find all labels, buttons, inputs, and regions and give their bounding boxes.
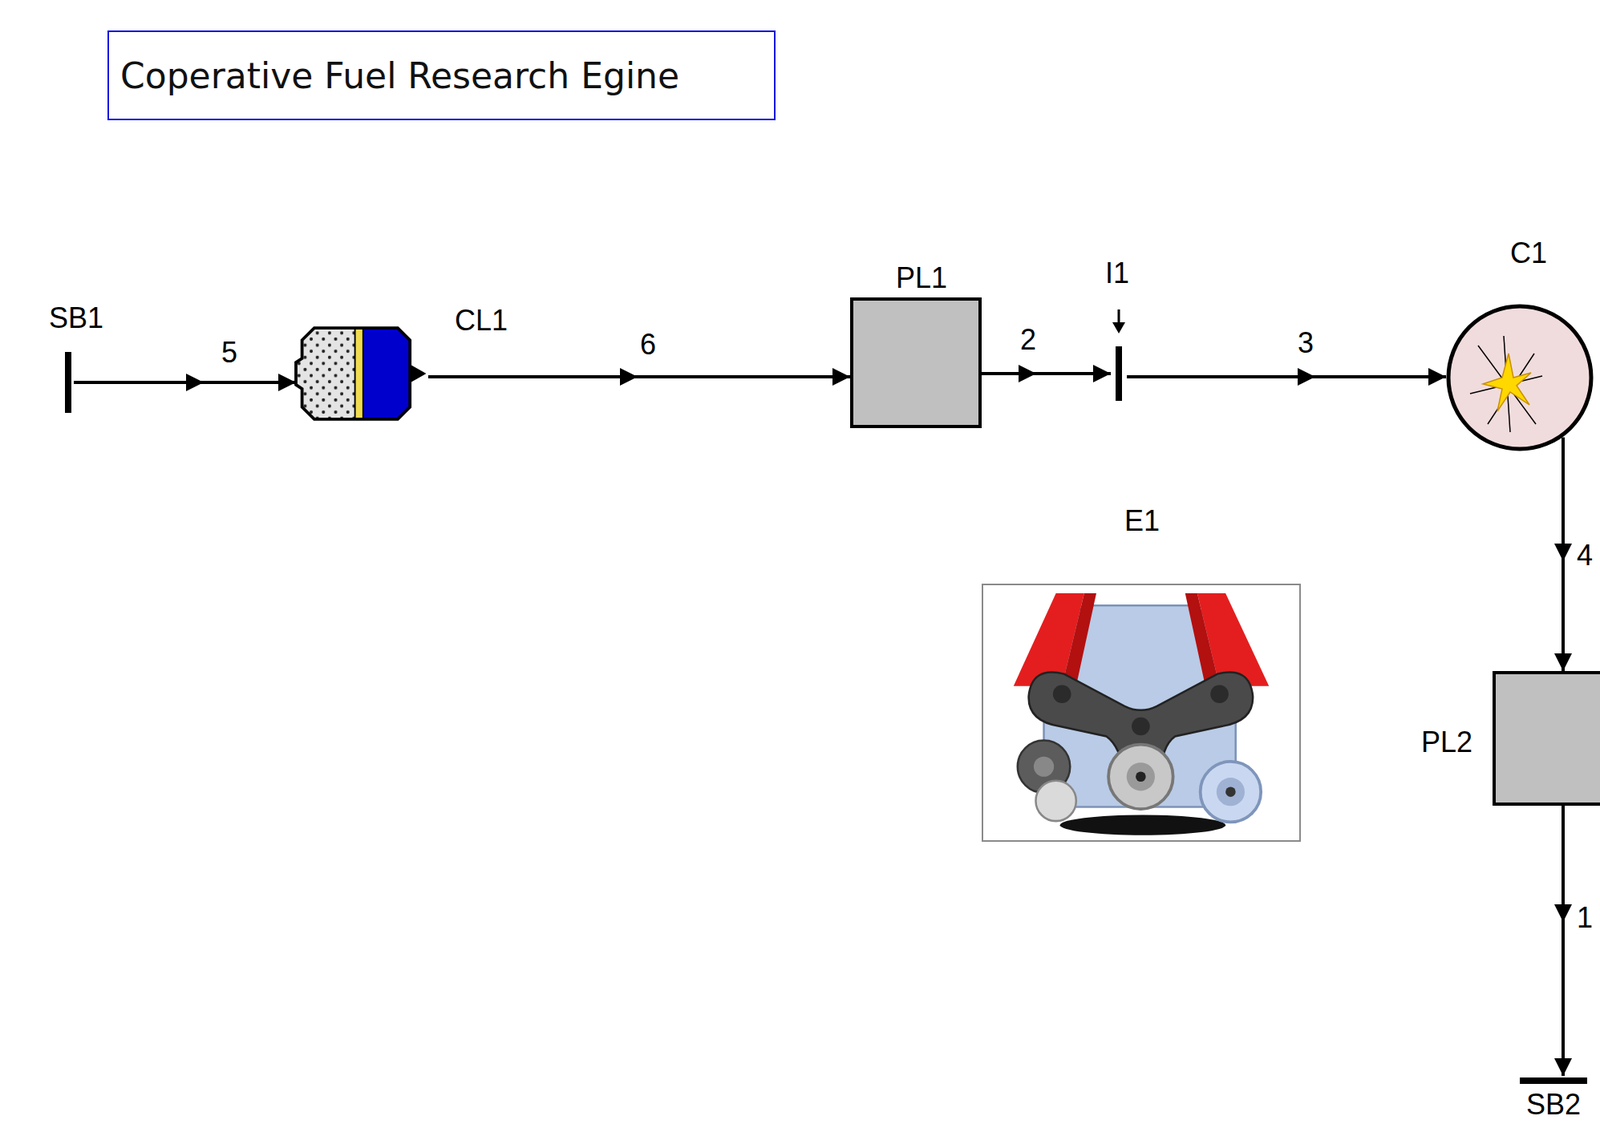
- part-label: C1: [1510, 236, 1548, 270]
- part-label: E1: [1124, 504, 1160, 538]
- air-cleaner-symbol: [295, 324, 429, 424]
- part-label: PL1: [895, 261, 948, 295]
- part-label: CL1: [454, 303, 508, 337]
- boundary-symbol: [1519, 1076, 1588, 1086]
- engine-node: E1: [981, 583, 1301, 843]
- flow-connector: [1126, 375, 1447, 379]
- part-label: SB1: [48, 301, 104, 335]
- flow-connector: [73, 380, 296, 385]
- combustor-node: C1: [1446, 303, 1594, 452]
- stream-number: 3: [1296, 327, 1316, 360]
- stream-number: 6: [638, 328, 658, 361]
- stream-number: 1: [1575, 902, 1595, 935]
- part-label: PL2: [1421, 725, 1473, 759]
- stream-number: 2: [1018, 324, 1038, 357]
- flow-connector: [428, 375, 851, 379]
- flow-connector: [1561, 806, 1565, 1077]
- boundary-node: SB2: [1519, 1076, 1588, 1086]
- plenum-box: PL2: [1492, 671, 1600, 807]
- air-cleaner-node: CL1: [295, 324, 429, 424]
- diagram-title: Coperative Fuel Research Egine: [107, 30, 776, 121]
- stream-number: 5: [219, 336, 239, 369]
- boundary-symbol: [62, 352, 74, 414]
- engine-illustration: [983, 585, 1300, 841]
- injector-arrow: [1112, 309, 1126, 334]
- combustor-symbol: [1446, 303, 1594, 452]
- part-label: I1: [1105, 256, 1130, 290]
- boundary-node: SB1: [62, 352, 74, 414]
- injector-symbol: [1110, 346, 1127, 402]
- flow-connector: [1561, 437, 1565, 672]
- injector-node: I1: [1110, 346, 1127, 402]
- part-label: SB2: [1526, 1088, 1581, 1122]
- plenum-box: PL1: [850, 297, 982, 429]
- flow-connector: [981, 372, 1111, 376]
- stream-number: 4: [1575, 539, 1595, 572]
